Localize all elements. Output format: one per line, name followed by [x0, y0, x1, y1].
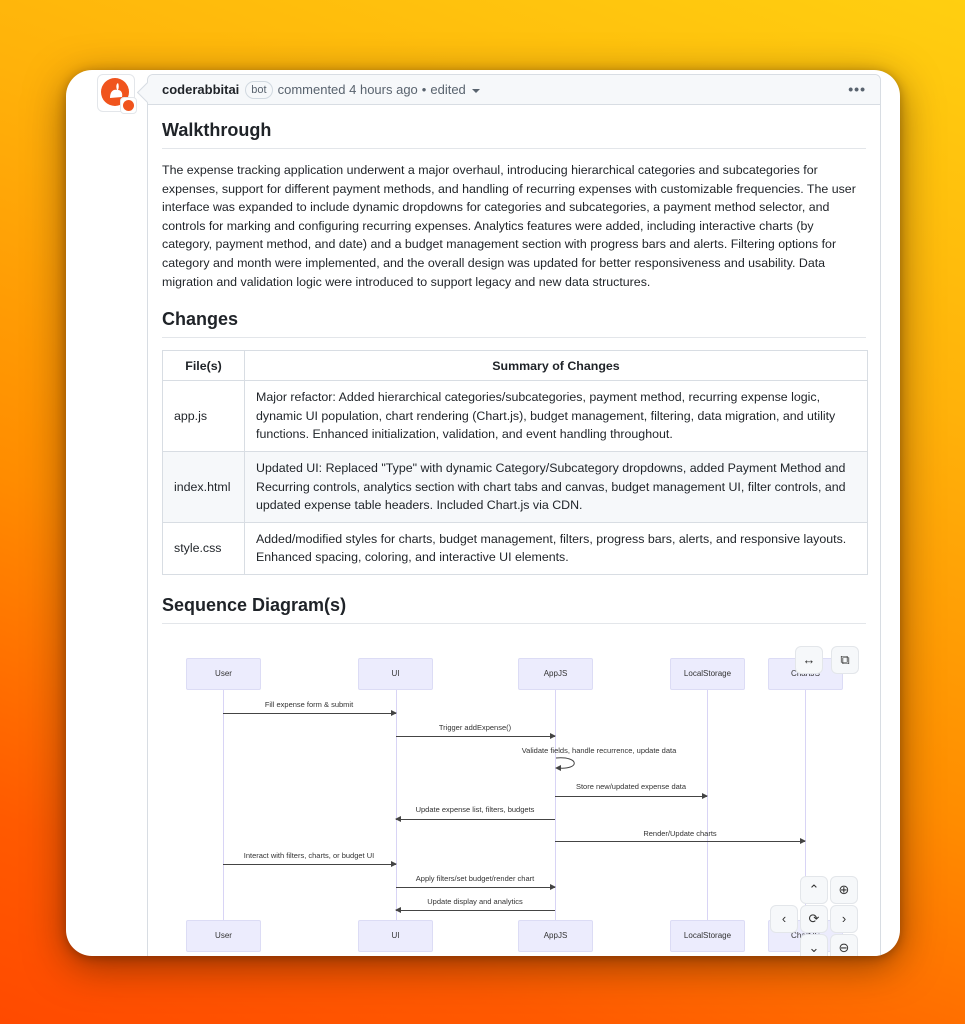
message-label: Fill expense form & submit	[264, 699, 354, 709]
comment-header: coderabbitai bot commented 4 hours ago •…	[148, 75, 880, 105]
lifeline-appjs	[555, 689, 556, 923]
self-loop-arrow	[555, 757, 575, 771]
pan-left-button[interactable]: ‹	[770, 904, 798, 933]
edited-label: edited	[430, 82, 466, 97]
separator-dot: •	[421, 82, 427, 97]
caret-down-icon	[471, 88, 480, 93]
column-header-files: File(s)	[162, 350, 245, 382]
horizontal-arrows-icon: ↔	[802, 652, 816, 668]
coderabbit-logo-icon	[101, 78, 129, 106]
message-arrow	[223, 709, 397, 716]
summary-cell: Updated UI: Replaced "Type" with dynamic…	[244, 450, 868, 523]
message-arrow	[223, 860, 397, 867]
expand-button[interactable]: ↔	[795, 645, 823, 674]
participant-localstorage: LocalStorage	[670, 657, 745, 690]
message-label: Update expense list, filters, budgets	[415, 804, 535, 814]
chevron-left-icon: ‹	[781, 911, 787, 927]
message-arrow	[396, 732, 556, 739]
chevron-right-icon: ›	[841, 911, 847, 927]
chevron-down-icon: ⌄	[808, 939, 820, 955]
changes-heading: Changes	[162, 309, 866, 339]
message-arrow	[555, 792, 708, 799]
sequence-heading: Sequence Diagram(s)	[162, 595, 866, 624]
lifeline-localstorage	[707, 689, 708, 923]
zoom-in-button[interactable]: ⊕	[830, 875, 858, 904]
message-label: Trigger addExpense()	[438, 722, 512, 732]
reset-icon: ⟳	[808, 910, 820, 926]
message-label: Apply filters/set budget/render chart	[415, 873, 535, 883]
message-label: Store new/updated expense data	[575, 781, 687, 791]
table-row: index.html Updated UI: Replaced "Type" w…	[162, 450, 868, 523]
comment-author[interactable]: coderabbitai	[162, 82, 240, 97]
comment-timestamp[interactable]: commented 4 hours ago	[277, 82, 418, 97]
chevron-up-icon: ⌃	[808, 881, 820, 897]
walkthrough-text: The expense tracking application underwe…	[162, 163, 856, 289]
summary-cell: Major refactor: Added hierarchical categ…	[244, 380, 868, 452]
message-label: Validate fields, handle recurrence, upda…	[521, 745, 677, 755]
message-label: Render/Update charts	[643, 828, 717, 838]
zoom-in-icon: ⊕	[838, 881, 850, 897]
message-arrow	[396, 883, 556, 890]
participant-localstorage-bottom: LocalStorage	[670, 919, 745, 952]
column-header-summary: Summary of Changes	[244, 350, 868, 382]
file-cell: app.js	[162, 380, 245, 452]
walkthrough-heading: Walkthrough	[162, 120, 866, 149]
copy-button[interactable]: ⧉	[831, 645, 859, 674]
message-label: Update display and analytics	[427, 896, 523, 906]
copy-icon: ⧉	[840, 651, 850, 667]
participant-user: User	[186, 657, 261, 690]
table-header-row: File(s) Summary of Changes	[162, 350, 868, 382]
comment-card: coderabbitai bot commented 4 hours ago •…	[147, 74, 881, 956]
table-row: style.css Added/modified styles for char…	[162, 521, 868, 575]
sequence-diagram[interactable]: User UI AppJS LocalStorage ChartJS Fill …	[162, 624, 866, 956]
message-arrow	[555, 837, 806, 844]
pan-right-button[interactable]: ›	[830, 904, 858, 933]
changes-table: File(s) Summary of Changes app.js Major …	[162, 350, 868, 575]
message-arrow	[395, 906, 555, 913]
message-label: Interact with filters, charts, or budget…	[243, 850, 375, 860]
file-cell: style.css	[162, 521, 245, 575]
comment-body: Walkthrough The expense tracking applica…	[148, 120, 880, 956]
message-arrow	[395, 815, 555, 822]
participant-user-bottom: User	[186, 919, 261, 952]
participant-appjs-bottom: AppJS	[518, 919, 593, 952]
bot-badge: bot	[245, 80, 273, 99]
edited-dropdown[interactable]: edited	[430, 82, 480, 97]
lifeline-user	[223, 689, 224, 923]
coderabbit-small-logo-icon	[120, 97, 137, 114]
zoom-out-button[interactable]: ⊖	[830, 933, 858, 956]
participant-appjs: AppJS	[518, 657, 593, 690]
app-window: coderabbitai bot commented 4 hours ago •…	[66, 70, 900, 956]
more-options-icon[interactable]: •••	[848, 81, 866, 97]
participant-ui: UI	[358, 657, 433, 690]
file-cell: index.html	[162, 450, 245, 523]
reset-view-button[interactable]: ⟳	[800, 904, 828, 933]
avatar[interactable]	[97, 74, 137, 114]
table-row: app.js Major refactor: Added hierarchica…	[162, 380, 868, 452]
lifeline-ui	[396, 689, 397, 923]
pan-down-button[interactable]: ⌄	[800, 933, 828, 956]
summary-cell: Added/modified styles for charts, budget…	[244, 521, 868, 575]
lifeline-chartjs	[805, 689, 806, 923]
pan-up-button[interactable]: ⌃	[800, 875, 828, 904]
zoom-out-icon: ⊖	[838, 939, 850, 955]
participant-ui-bottom: UI	[358, 919, 433, 952]
